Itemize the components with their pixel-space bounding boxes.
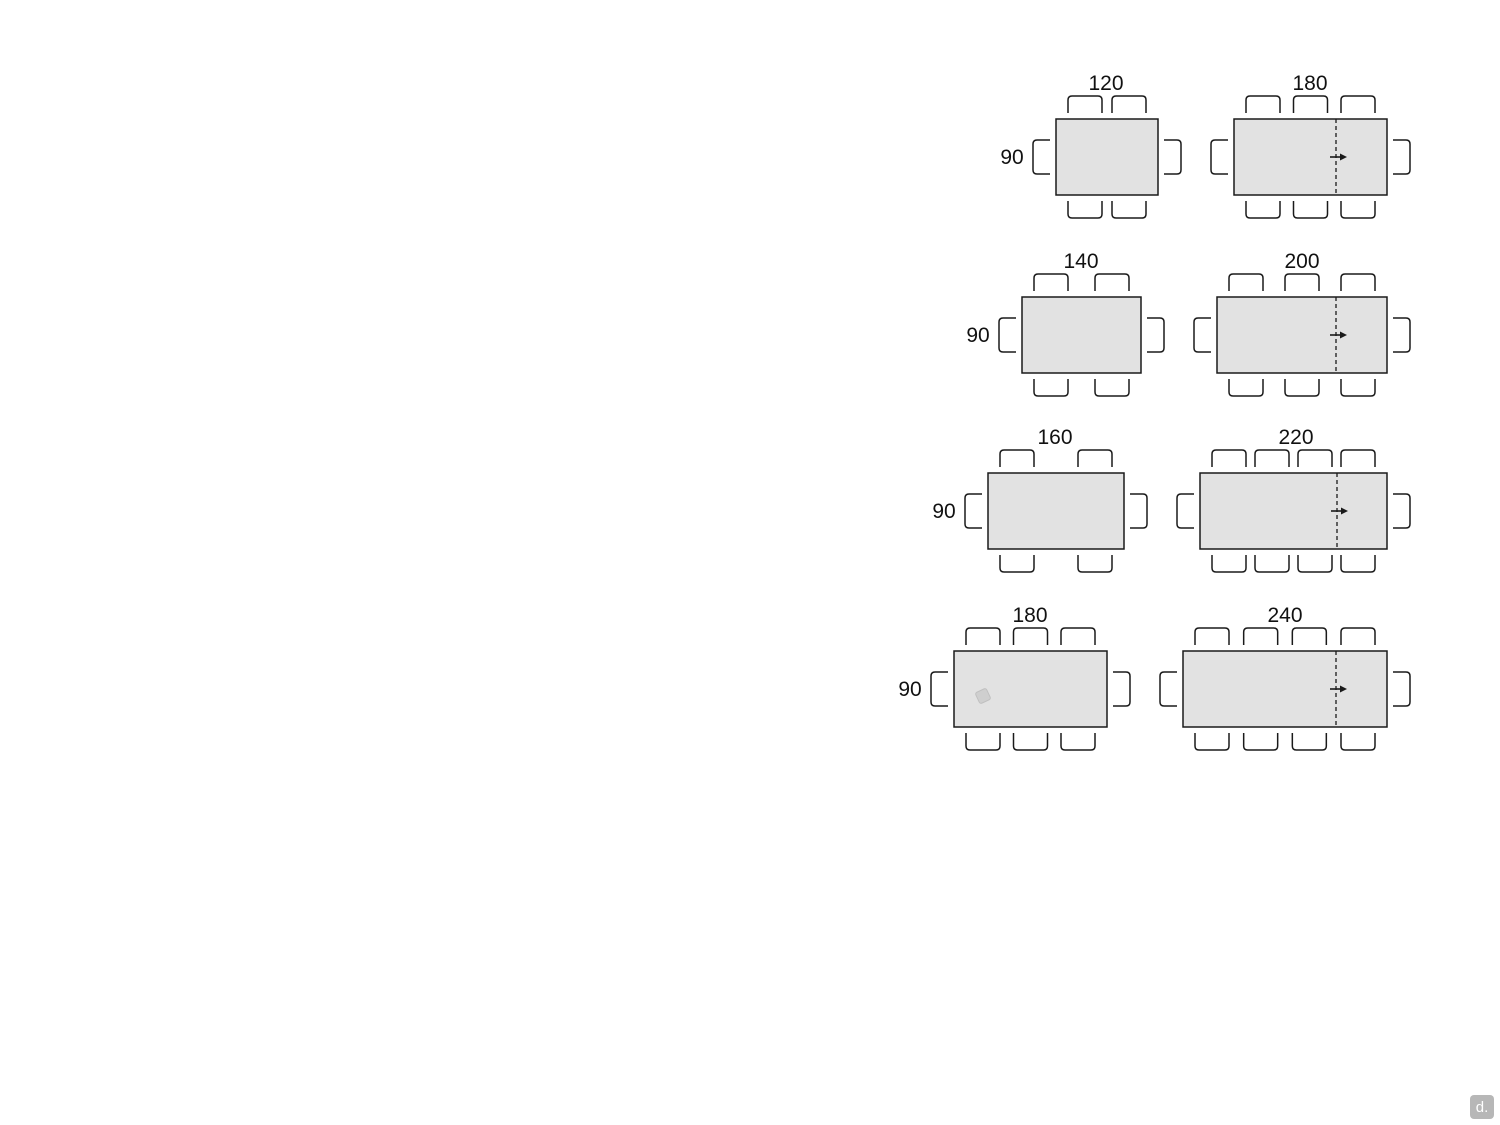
chair-icon — [1393, 317, 1411, 353]
chair-icon — [1077, 449, 1113, 467]
extension-arrow-head-icon — [1340, 331, 1347, 339]
chair-icon — [1284, 379, 1320, 397]
chair-icon — [1340, 273, 1376, 291]
chair-icon — [1032, 139, 1050, 175]
chair-icon — [999, 449, 1035, 467]
chair-icon — [1164, 139, 1182, 175]
chair-icon — [1340, 379, 1376, 397]
length-label: 140 — [1063, 250, 1098, 273]
corner-logo-badge: d. — [1470, 1095, 1494, 1119]
depth-label: 90 — [932, 500, 955, 523]
table-top — [1233, 118, 1388, 196]
chair-icon — [1245, 95, 1281, 113]
chair-icon — [1291, 627, 1328, 645]
chair-icon — [998, 317, 1016, 353]
chair-icon — [1193, 317, 1211, 353]
table-top — [1199, 472, 1388, 550]
table-fixed-140: 140 90 — [966, 250, 1165, 397]
chair-icon — [1113, 671, 1131, 707]
chair-icon — [1228, 273, 1264, 291]
surface-mark — [975, 688, 991, 704]
chair-icon — [1033, 379, 1069, 397]
table-ext-180: 180 — [1210, 72, 1411, 219]
chair-icon — [1393, 139, 1411, 175]
chair-icon — [1340, 733, 1376, 751]
chair-icon — [1340, 95, 1376, 113]
chair-icon — [1211, 449, 1247, 467]
chair-icon — [1060, 733, 1096, 751]
chair-icon — [1340, 449, 1376, 467]
length-label: 120 — [1088, 72, 1123, 95]
chair-icon — [1284, 273, 1320, 291]
chair-icon — [1340, 627, 1376, 645]
chair-icon — [1176, 493, 1194, 529]
chair-icon — [1210, 139, 1228, 175]
chair-icon — [1077, 555, 1113, 573]
chair-icon — [1340, 201, 1376, 219]
chair-icon — [1393, 671, 1411, 707]
depth-label: 90 — [1000, 146, 1023, 169]
chair-icon — [1292, 95, 1329, 113]
length-label: 220 — [1278, 426, 1313, 449]
extension-arrow-head-icon — [1341, 507, 1348, 515]
chair-icon — [930, 671, 948, 707]
table-ext-240: 240 — [1159, 604, 1411, 751]
table-ext-220: 220 — [1176, 426, 1411, 573]
table-top — [1216, 296, 1388, 374]
table-fixed-120: 120 90 — [1000, 72, 1182, 219]
chair-icon — [1194, 627, 1230, 645]
chair-icon — [1111, 95, 1147, 113]
length-label: 200 — [1284, 250, 1319, 273]
chair-icon — [1297, 555, 1333, 573]
chair-icon — [1067, 95, 1103, 113]
chair-icon — [1297, 449, 1333, 467]
chair-icon — [1111, 201, 1147, 219]
chair-icon — [1245, 201, 1281, 219]
chair-icon — [1159, 671, 1177, 707]
chair-icon — [1130, 493, 1148, 529]
table-fixed-160: 160 90 — [932, 426, 1148, 573]
table-top — [1055, 118, 1159, 196]
chair-icon — [1147, 317, 1165, 353]
chair-icon — [1254, 555, 1290, 573]
chair-icon — [965, 733, 1001, 751]
chair-icon — [964, 493, 982, 529]
table-fixed-180: 180 90 — [898, 604, 1131, 751]
extension-arrow-head-icon — [1340, 685, 1347, 693]
table-top — [987, 472, 1125, 550]
table-ext-200: 200 — [1193, 250, 1411, 397]
chair-icon — [1060, 627, 1096, 645]
chair-icon — [1340, 555, 1376, 573]
length-label: 180 — [1292, 72, 1327, 95]
length-label: 160 — [1037, 426, 1072, 449]
extension-arrow-head-icon — [1340, 153, 1347, 161]
chair-icon — [1094, 273, 1130, 291]
chair-icon — [1242, 733, 1279, 751]
chair-icon — [1033, 273, 1069, 291]
chair-icon — [1292, 201, 1329, 219]
length-label: 180 — [1012, 604, 1047, 627]
chair-icon — [965, 627, 1001, 645]
depth-label: 90 — [966, 324, 989, 347]
chair-icon — [1242, 627, 1279, 645]
length-label: 240 — [1267, 604, 1302, 627]
table-top — [953, 650, 1108, 728]
chair-icon — [1254, 449, 1290, 467]
chair-icon — [1194, 733, 1230, 751]
table-top — [1182, 650, 1388, 728]
chair-icon — [1067, 201, 1103, 219]
chair-icon — [1211, 555, 1247, 573]
table-top — [1021, 296, 1142, 374]
corner-logo-text: d. — [1475, 1098, 1489, 1116]
chair-icon — [1012, 733, 1049, 751]
chair-icon — [1291, 733, 1328, 751]
chair-icon — [1094, 379, 1130, 397]
chair-icon — [1393, 493, 1411, 529]
chair-icon — [1228, 379, 1264, 397]
chair-icon — [1012, 627, 1049, 645]
chair-icon — [999, 555, 1035, 573]
depth-label: 90 — [898, 678, 921, 701]
